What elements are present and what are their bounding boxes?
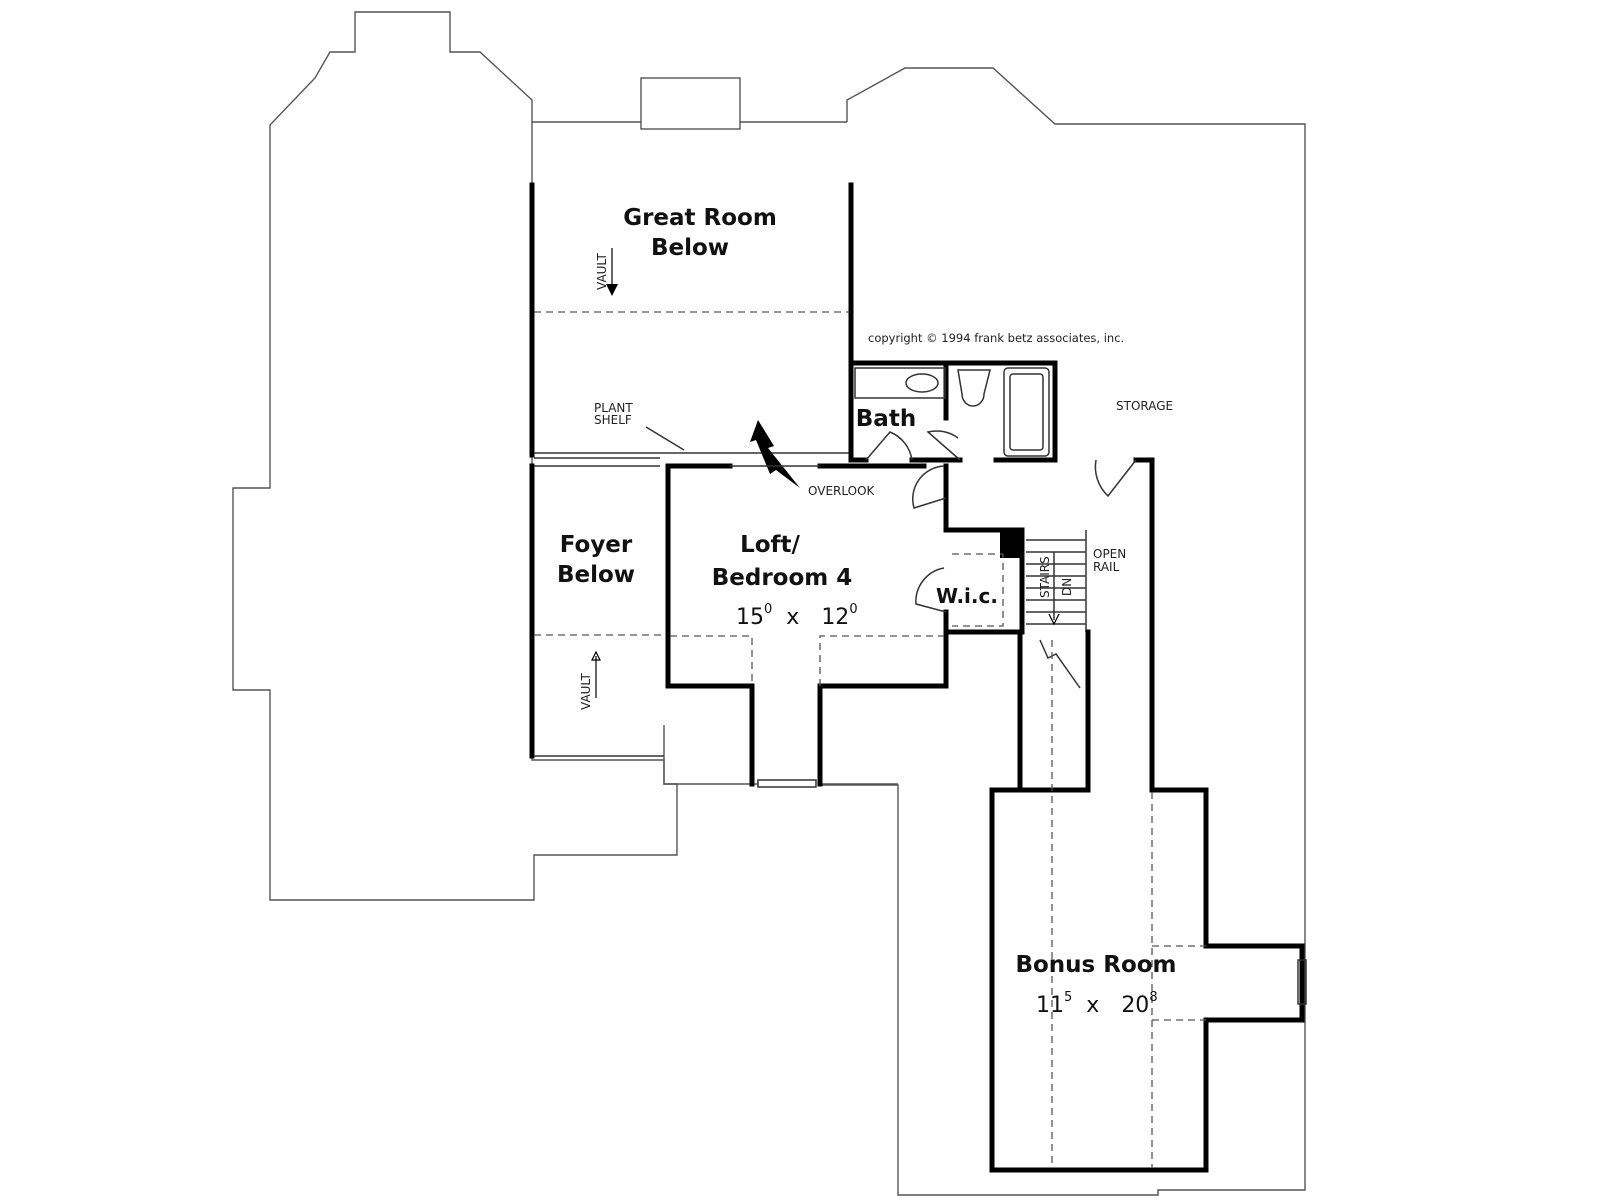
loft-label-1: Loft/ [740,532,800,558]
loft-depth-in: 0 [849,602,857,617]
loft-door-swing [911,465,947,509]
vault-arrow-top-head [606,284,618,296]
great-room-label-2: Below [651,235,729,261]
bonus-width-ft: 11 [1036,993,1064,1018]
bath-label: Bath [856,406,916,432]
hall-right-wall [1133,457,1155,793]
loft-walls [665,463,1023,788]
storage-door-swing [1094,459,1137,498]
bath-tub-inner [1009,373,1044,451]
stair-break [1039,639,1081,689]
overlook-arrow [750,420,800,488]
loft-dim-sep: x [786,605,799,630]
vault-arrow-bottom-head [591,650,601,661]
plant-shelf-leader [645,426,685,451]
loft-window [757,779,817,788]
foyer-label-2: Below [557,562,635,588]
vault-label-top: VAULT [595,253,609,290]
bath-tub [1003,367,1050,457]
loft-label-2: Bedroom 4 [712,565,853,591]
bonus-width-in: 5 [1064,990,1072,1005]
foyer-label-1: Foyer [560,532,633,558]
wic-label: W.i.c. [936,584,998,608]
lower-porch-outline [663,725,898,785]
right-wing-outline [819,67,1306,1196]
stairs-label: STAIRS [1038,556,1052,598]
vault-label-bottom: VAULT [579,673,593,710]
loft-depth-ft: 12 [821,605,849,630]
bonus-room-label: Bonus Room [1015,952,1176,978]
bonus-room-walls [989,787,1305,1173]
bath-toilet [957,369,991,407]
plant-shelf-label-1: PLANT [594,401,633,415]
plant-shelf-label-2: SHELF [594,413,632,427]
bath-vanity [854,367,946,399]
left-wing-outline [232,11,678,901]
overlook-label: OVERLOOK [808,484,876,498]
bonus-window [1297,959,1307,1005]
bath-door-swing-2 [926,430,961,461]
bonus-dim-sep: x [1086,993,1099,1018]
loft-width-ft: 15 [736,605,764,630]
open-rail-label-1: OPEN [1093,547,1126,561]
loft-ceiling-line [670,635,944,686]
down-label: DN [1060,578,1074,596]
stair-treads [1026,539,1086,625]
bath-sink [905,373,939,393]
open-rail-label-2: RAIL [1093,560,1120,574]
wic-shelf [952,553,1004,627]
copyright-text: copyright © 1994 frank betz associates, … [868,331,1124,345]
loft-width-in: 0 [764,602,772,617]
bath-door-swing [865,431,913,461]
bath-walls [848,360,1058,463]
wic-door-swing [915,567,947,613]
stairs-arrow-head [1048,613,1060,626]
great-room-label-1: Great Room [623,205,777,231]
bonus-depth-in: 8 [1149,990,1157,1005]
storage-label: STORAGE [1116,399,1173,413]
bonus-depth-ft: 20 [1121,993,1149,1018]
wic-column [1000,530,1022,558]
chimney-box [640,77,741,130]
